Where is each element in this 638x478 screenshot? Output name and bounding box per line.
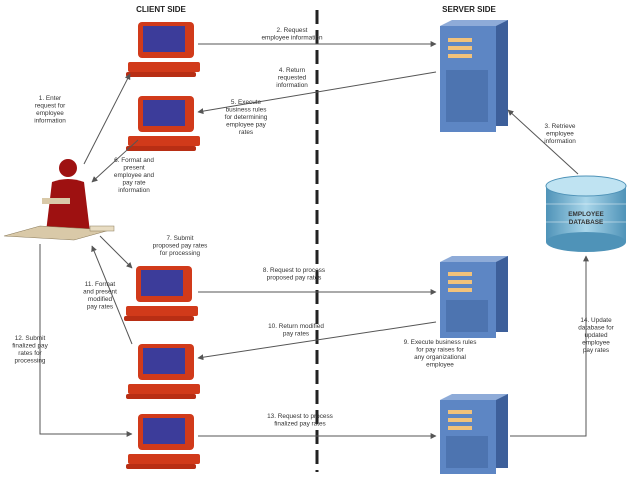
step-line: employee and <box>114 172 155 179</box>
step-line: business rules <box>226 107 267 114</box>
step-line: and present <box>83 289 117 296</box>
step-line: 8. Request to process <box>263 267 325 274</box>
database-label-line-1: EMPLOYEE <box>568 211 604 218</box>
employee-database-icon: EMPLOYEE DATABASE <box>545 175 627 252</box>
server-2 <box>440 256 508 338</box>
user-figure <box>3 159 115 241</box>
step-line: request for <box>35 103 66 110</box>
step-line: employee pay <box>226 122 267 129</box>
step-line: 9. Execute business rules <box>404 339 477 346</box>
arrow-step-11 <box>91 245 133 345</box>
step-line: pay rates <box>583 347 609 354</box>
step-line: for pay raises for <box>416 347 464 354</box>
step-line: 13. Request to process <box>267 413 333 420</box>
step-line: present <box>123 165 145 172</box>
step-line: information <box>544 138 576 145</box>
client-computer-2 <box>126 96 200 151</box>
step-line: 10. Return modified <box>268 323 324 330</box>
step-line: updated <box>584 332 608 339</box>
arrow-step-12 <box>39 244 133 437</box>
step-line: information <box>34 118 66 125</box>
arrow-step-1 <box>83 73 131 165</box>
step-line: 1. Enter <box>39 95 62 102</box>
arrow-step-6 <box>91 139 139 183</box>
step-line: for determining <box>225 114 268 121</box>
step-line: employee <box>582 340 610 347</box>
step-line: 12. Submit <box>15 335 46 342</box>
server-3 <box>440 394 508 474</box>
step-line: pay rates <box>283 331 309 338</box>
step-line: 6. Format and <box>114 157 154 164</box>
step-line: 5. Execute <box>231 99 262 106</box>
arrow-step-7 <box>99 235 133 269</box>
step-line: for processing <box>160 250 201 257</box>
step-line: information <box>118 187 150 194</box>
step-line: finalized pay <box>12 343 48 350</box>
step-line: 14. Update <box>580 317 612 324</box>
arrow-step-4 <box>197 71 437 115</box>
step-line: pay rates <box>87 304 113 311</box>
server-1 <box>440 20 508 132</box>
step-line: modified <box>88 296 113 303</box>
client-computer-1 <box>126 22 200 77</box>
client-computer-5 <box>126 414 200 469</box>
step-line: information <box>276 82 308 89</box>
arrow-step-10 <box>197 321 437 361</box>
step-line: 2. Request <box>277 27 308 34</box>
step-line: 4. Return <box>279 67 306 74</box>
arrow-step-3 <box>507 109 579 175</box>
step-line: finalized pay rates <box>274 421 326 428</box>
step-line: pay rate <box>122 180 146 187</box>
step-line: 3. Retrieve <box>545 123 576 130</box>
step-line: employee <box>426 362 454 369</box>
client-computer-3 <box>124 266 198 321</box>
step-line: rates <box>239 129 253 136</box>
step-line: employee <box>546 131 574 138</box>
client-side-header: CLIENT SIDE <box>136 5 186 14</box>
step-line: employee information <box>261 35 323 42</box>
database-label-line-2: DATABASE <box>569 219 604 226</box>
step-line: database for <box>578 325 614 332</box>
step-line: proposed pay rates <box>267 275 322 282</box>
step-line: requested <box>278 75 307 82</box>
step-line: rates for <box>18 350 42 357</box>
server-side-header: SERVER SIDE <box>442 5 496 14</box>
arrow-step-14 <box>510 255 589 437</box>
client-computer-4 <box>126 344 200 399</box>
step-line: proposed pay rates <box>153 243 208 250</box>
step-line: processing <box>15 358 46 365</box>
step-line: 11. Format <box>85 281 116 288</box>
step-line: 7. Submit <box>167 235 194 242</box>
step-line: any organizational <box>414 354 466 361</box>
step-line: employee <box>36 110 64 117</box>
